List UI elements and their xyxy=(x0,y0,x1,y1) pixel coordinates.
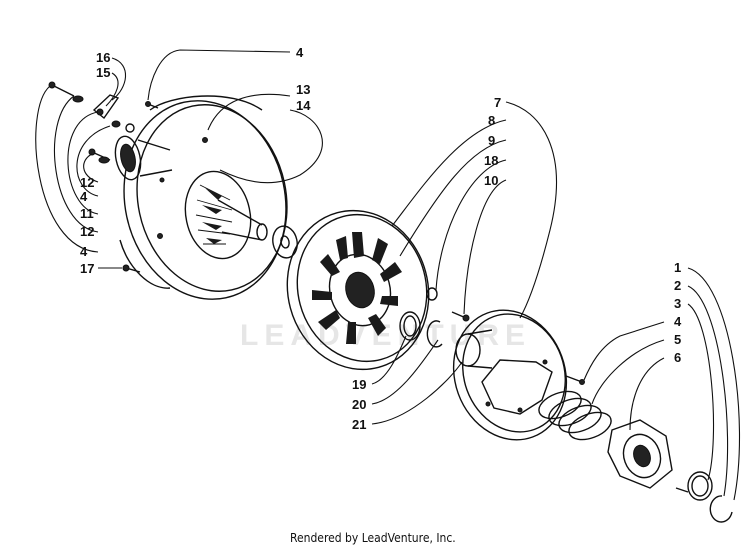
callout-9: 9 xyxy=(488,133,495,148)
outer-sheave-assembly xyxy=(48,81,298,300)
callout-5: 5 xyxy=(674,332,681,347)
callout-12-upper: 12 xyxy=(80,175,94,190)
leader-lines xyxy=(35,49,741,501)
callout-16: 16 xyxy=(96,50,110,65)
callout-7: 7 xyxy=(494,95,501,110)
callout-18: 18 xyxy=(484,153,498,168)
inner-sheave-assembly xyxy=(452,309,733,523)
callout-4-right: 4 xyxy=(674,314,682,329)
callout-4-top: 4 xyxy=(296,45,304,60)
callout-4-lower: 4 xyxy=(80,244,88,259)
callout-13: 13 xyxy=(296,82,310,97)
callout-19: 19 xyxy=(352,377,366,392)
callout-3: 3 xyxy=(674,296,681,311)
callout-4-mid: 4 xyxy=(80,189,88,204)
watermark-text: LEADVENTURE xyxy=(240,319,531,352)
callout-10: 10 xyxy=(484,173,498,188)
callout-6: 6 xyxy=(674,350,681,365)
callout-14: 14 xyxy=(296,98,311,113)
callout-12-lower: 12 xyxy=(80,224,94,239)
callout-labels: 16 15 4 13 14 12 4 11 12 4 17 7 8 9 18 1… xyxy=(80,45,682,432)
fan-blades xyxy=(195,184,233,245)
callout-8: 8 xyxy=(488,113,495,128)
callout-1: 1 xyxy=(674,260,681,275)
spider-assembly xyxy=(286,209,470,371)
spring-coils xyxy=(538,390,612,441)
callout-17: 17 xyxy=(80,261,94,276)
callout-20: 20 xyxy=(352,397,366,412)
footer-credit: Rendered by LeadVenture, Inc. xyxy=(290,531,456,545)
callout-21: 21 xyxy=(352,417,366,432)
callout-11: 11 xyxy=(80,206,94,221)
spider-ramps xyxy=(312,232,402,344)
callout-2: 2 xyxy=(674,278,681,293)
callout-15: 15 xyxy=(96,65,110,80)
fastener-group-left xyxy=(48,81,208,273)
